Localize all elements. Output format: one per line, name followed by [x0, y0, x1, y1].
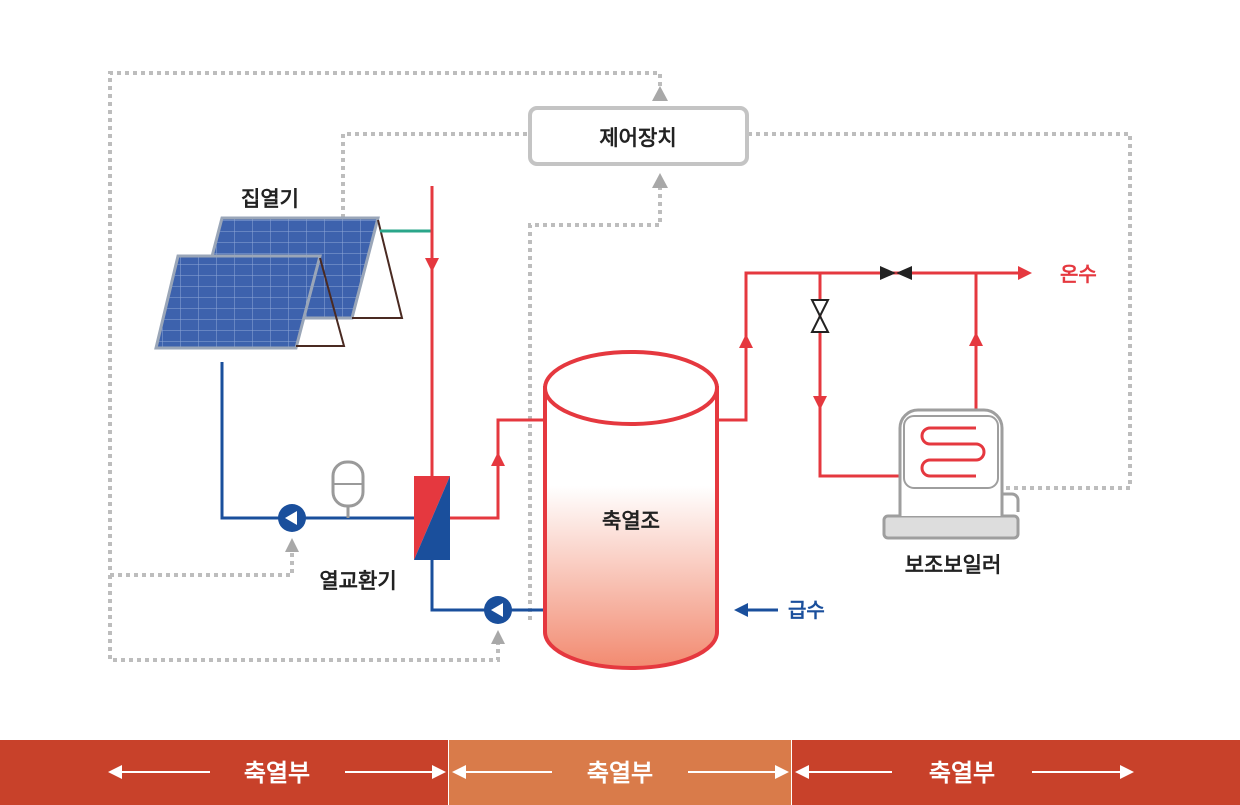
control-line-collector: [341, 132, 530, 218]
control-arrowheads: [285, 86, 668, 644]
pump-tank-loop: [484, 596, 512, 624]
collector-panel-front: [154, 254, 322, 350]
expansion-tank: [331, 460, 365, 518]
control-arrow-up-icon: [491, 630, 505, 644]
hot-water-label: 온수: [1060, 262, 1097, 286]
pump-collector-loop: [278, 504, 306, 532]
aux-boiler-label: 보조보일러: [905, 553, 1002, 577]
storage-tank-label: 축열조: [602, 509, 660, 533]
collector-return-pipe: [220, 362, 414, 520]
valve-vertical: [810, 299, 830, 333]
bypass-to-boiler-pipe: [818, 273, 930, 478]
flow-arrow-up-icon: [739, 334, 753, 348]
boiler-coil: [920, 426, 986, 478]
control-arrow-up-icon: [285, 538, 299, 552]
collector-label: 집열기: [241, 187, 299, 211]
arrow-left-icon: [108, 765, 122, 779]
flow-arrow-down-icon: [813, 396, 827, 410]
collector-stand-front: [296, 257, 346, 347]
control-line-tank-sensor: [528, 185, 662, 620]
collector-loop: [220, 186, 439, 520]
control-arrow-up-icon: [652, 173, 668, 188]
solar-collector: 집열기: [154, 187, 404, 350]
control-line-pump1: [110, 550, 294, 577]
supply-arrow-icon: [734, 603, 748, 617]
section-label-middle: 축열부: [587, 759, 653, 787]
control-arrow-up-icon: [652, 86, 668, 101]
flow-arrow-up-icon: [969, 332, 983, 346]
outlet-arrow-icon: [1018, 266, 1032, 280]
heat-exchanger: 열교환기: [319, 476, 450, 593]
exchanger-to-tank-hot: [450, 418, 545, 520]
control-line-boiler: [748, 132, 1132, 490]
aux-boiler: 보조보일러: [882, 408, 1020, 577]
arrow-left-icon: [452, 765, 466, 779]
section-label-right: 축열부: [929, 759, 995, 787]
collector-stand-back: [352, 219, 404, 319]
arrow-right-icon: [775, 765, 789, 779]
hot-water-arrows: [739, 266, 1032, 410]
arrow-right-icon: [432, 765, 446, 779]
section-bar: 축열부 축열부 축열부: [0, 740, 1240, 805]
heat-exchanger-label: 열교환기: [319, 569, 396, 593]
arrow-right-icon: [1120, 765, 1134, 779]
controller-box: 제어장치: [528, 106, 749, 166]
valve-horizontal: [880, 266, 912, 280]
arrow-left-icon: [795, 765, 809, 779]
pump-arrow-icon: [491, 603, 503, 617]
storage-tank: 축열조: [543, 350, 719, 670]
control-line-pump2: [108, 575, 500, 662]
pump-arrow-icon: [285, 511, 297, 525]
section-label-left: 축열부: [244, 759, 310, 787]
controller-label: 제어장치: [599, 126, 676, 150]
supply-water-line: 급수: [734, 598, 825, 622]
flow-arrow-down-icon: [425, 258, 439, 272]
control-line-outer-top: [108, 71, 662, 570]
supply-water-label: 급수: [788, 598, 825, 622]
control-lines: [108, 71, 1132, 662]
flow-arrow-up-icon: [491, 452, 505, 466]
